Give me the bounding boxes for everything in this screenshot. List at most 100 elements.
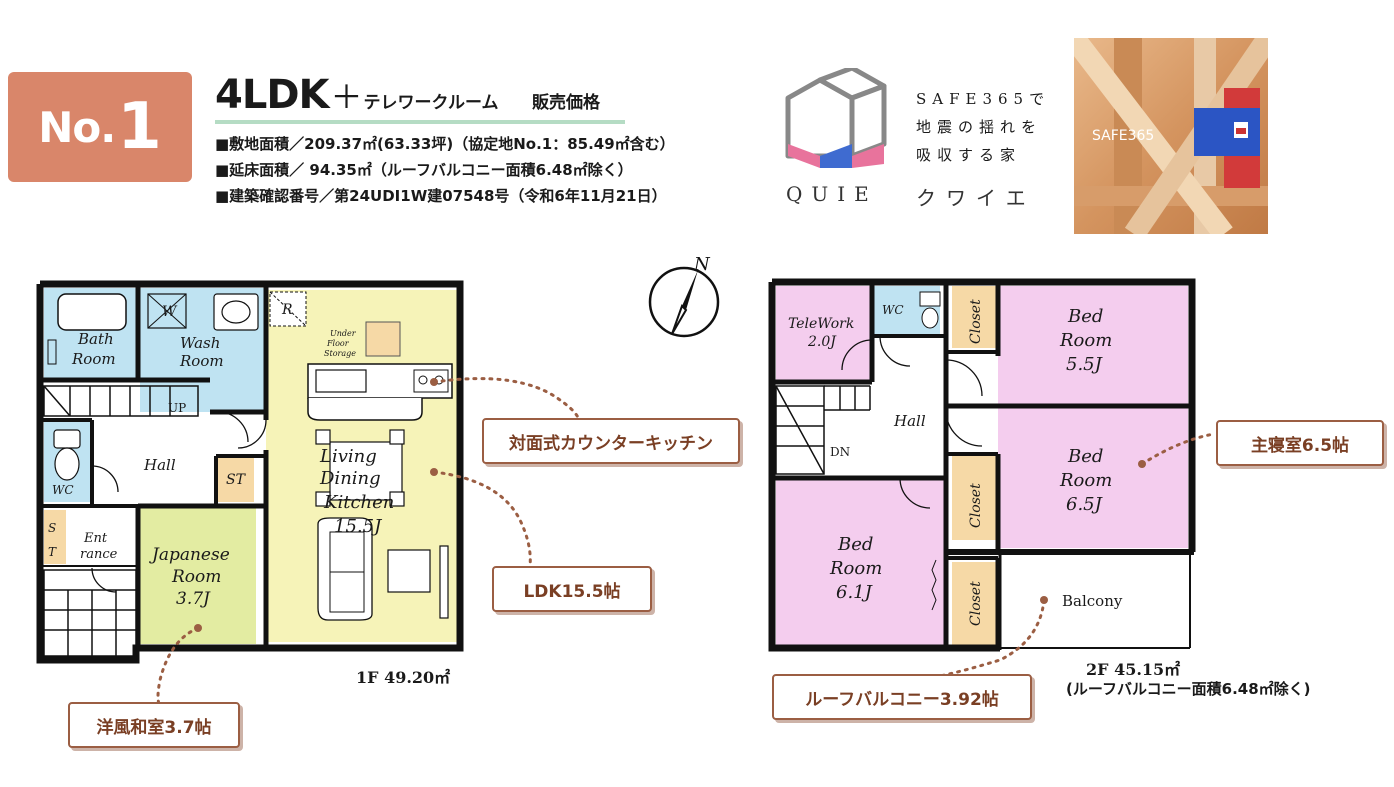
master-dot	[1138, 460, 1146, 468]
bed-b-label-1: Bed	[1067, 446, 1103, 467]
floor-plan-2f: TeleWork 2.0J WC Closet Closet Closet Ha…	[768, 278, 1196, 652]
shoe-storage-fill	[44, 510, 66, 564]
bed-a-label-1: Bed	[1067, 306, 1103, 327]
wc-2f-label: WC	[882, 303, 904, 317]
wash-basin-icon	[213, 293, 259, 331]
bed-c-label-3: 6.1J	[836, 582, 874, 603]
floor-area-1f: 1F 49.20㎡	[356, 668, 451, 687]
title-underline	[215, 120, 625, 124]
spec-site-area: ■敷地面積／209.37㎡(63.33坪)（協定地No.1：85.49㎡含む）	[215, 135, 675, 153]
closet-c-label: Closet	[968, 581, 984, 626]
closet-a-label: Closet	[968, 299, 984, 344]
under-floor-label-3: Storage	[324, 349, 356, 358]
floor-plan-1f: Bath Room W Wash Room R Under Floor Stor…	[36, 280, 464, 664]
shoe-t-label: T	[48, 545, 57, 559]
quie-house-logo-icon	[785, 68, 887, 168]
ldk-label-4: 15.5J	[334, 516, 383, 537]
bed-c-label-2: Room	[829, 558, 882, 579]
telework-label-2: 2.0J	[807, 334, 837, 350]
japanese-room-fill	[140, 508, 256, 644]
shower-icon	[47, 339, 57, 365]
hall-2f-label: Hall	[893, 412, 926, 430]
ldk-label-2: Dining	[319, 468, 381, 489]
stairs-dn-label: DN	[830, 445, 850, 459]
storage-st-label: ST	[226, 472, 247, 488]
floor-area-2f-note: (ルーフバルコニー面積6.48㎡除く)	[1066, 680, 1311, 698]
kitchen-dot	[430, 378, 438, 386]
sofa-icon	[317, 517, 373, 621]
entrance-label-1: Ent	[83, 531, 108, 546]
tv-table-icon	[387, 549, 431, 593]
under-floor-label-2: Floor	[326, 339, 350, 348]
under-floor-storage-fill	[365, 321, 401, 357]
north-compass-icon: N	[648, 254, 720, 338]
quie-katakana: クワイエ	[916, 186, 1036, 210]
spec-permit-number: ■建築確認番号／第24UDI1W建07548号（令和6年11月21日）	[215, 187, 667, 205]
washer-icon	[147, 293, 187, 329]
quie-wordmark: QUIE	[786, 182, 878, 206]
bed-a-label-3: 5.5J	[1066, 354, 1104, 375]
bed-b-fill	[998, 408, 1188, 548]
callout-master-bedroom: 主寝室6.5帖	[1216, 420, 1384, 466]
photo-label: SAFE365	[1092, 128, 1154, 144]
wash-room-label-1: Wash	[180, 334, 220, 352]
wc-2f-sink-icon	[919, 291, 941, 307]
bed-c-label-1: Bed	[837, 534, 873, 555]
bathtub-icon	[57, 293, 127, 331]
safe365-damper-photo: SAFE365	[1074, 38, 1268, 234]
storage-st-fill	[218, 458, 254, 502]
refrigerator-label: R	[281, 302, 293, 318]
balcony-label: Balcony	[1062, 592, 1123, 610]
badge-number: 1	[117, 90, 162, 164]
callout-japanese-room: 洋風和室3.7帖	[68, 702, 240, 748]
compass-north-label: N	[693, 254, 711, 275]
stairs-2f	[775, 385, 871, 475]
washer-label: W	[162, 304, 178, 320]
bath-room-label-2: Room	[71, 350, 116, 368]
plan-type: 4LDK＋テレワークルーム	[215, 72, 499, 118]
callout-counter-kitchen: 対面式カウンターキッチン	[482, 418, 740, 464]
japanese-room-label-2: Room	[171, 567, 221, 587]
bed-a-label-2: Room	[1059, 330, 1112, 351]
closet-a-fill	[952, 286, 996, 348]
callout-roof-balcony: ルーフバルコニー3.92帖	[772, 674, 1032, 720]
door-swings-1f	[91, 411, 267, 593]
callout-ldk: LDK15.5帖	[492, 566, 652, 612]
closet-b-label: Closet	[968, 483, 984, 528]
stairs-1f	[43, 385, 199, 657]
japanese-dot	[194, 624, 202, 632]
bed-b-label-2: Room	[1059, 470, 1112, 491]
floor-area-2f: 2F 45.15㎡	[1086, 660, 1181, 679]
dining-table	[315, 429, 405, 507]
bed-c-fill	[776, 480, 944, 648]
entrance-label-2: rance	[80, 547, 118, 562]
japanese-room-label-3: 3.7J	[176, 589, 211, 609]
ldk-dot	[430, 468, 438, 476]
telework-label-1: TeleWork	[788, 316, 854, 332]
bed-a-fill	[998, 286, 1188, 404]
shoe-s-label: S	[48, 521, 56, 535]
ldk-label-1: Living	[319, 446, 377, 467]
stairs-up-label: UP	[168, 401, 186, 415]
spec-floor-area: ■延床面積／ 94.35㎡（ルーフバルコニー面積6.48㎡除く）	[215, 161, 633, 179]
safe365-tagline: SAFE365で 地震の揺れを 吸収する家	[916, 90, 1051, 164]
bed-b-label-3: 6.5J	[1066, 494, 1104, 515]
badge-no: No.	[38, 102, 116, 152]
under-floor-label-1: Under	[330, 329, 357, 338]
toilet-bowl-icon	[54, 447, 80, 481]
wc-2f-toilet-icon	[921, 307, 939, 329]
wc-1f-label: WC	[52, 483, 74, 497]
plan-number-badge: No. 1	[8, 72, 192, 182]
price-label: 販売価格	[532, 93, 600, 113]
japanese-room-label-1: Japanese	[149, 545, 230, 565]
balcony-dot	[1040, 596, 1048, 604]
closet-b-fill	[952, 456, 996, 540]
bath-room-label-1: Bath	[77, 330, 114, 348]
ldk-label-3: Kitchen	[323, 492, 394, 513]
telework-fill	[776, 286, 872, 380]
toilet-tank-icon	[53, 429, 81, 449]
hall-1f-label: Hall	[143, 456, 176, 474]
wash-room-label-2: Room	[179, 352, 224, 370]
tv-board-icon	[439, 545, 449, 619]
door-swings-2f	[841, 335, 983, 509]
